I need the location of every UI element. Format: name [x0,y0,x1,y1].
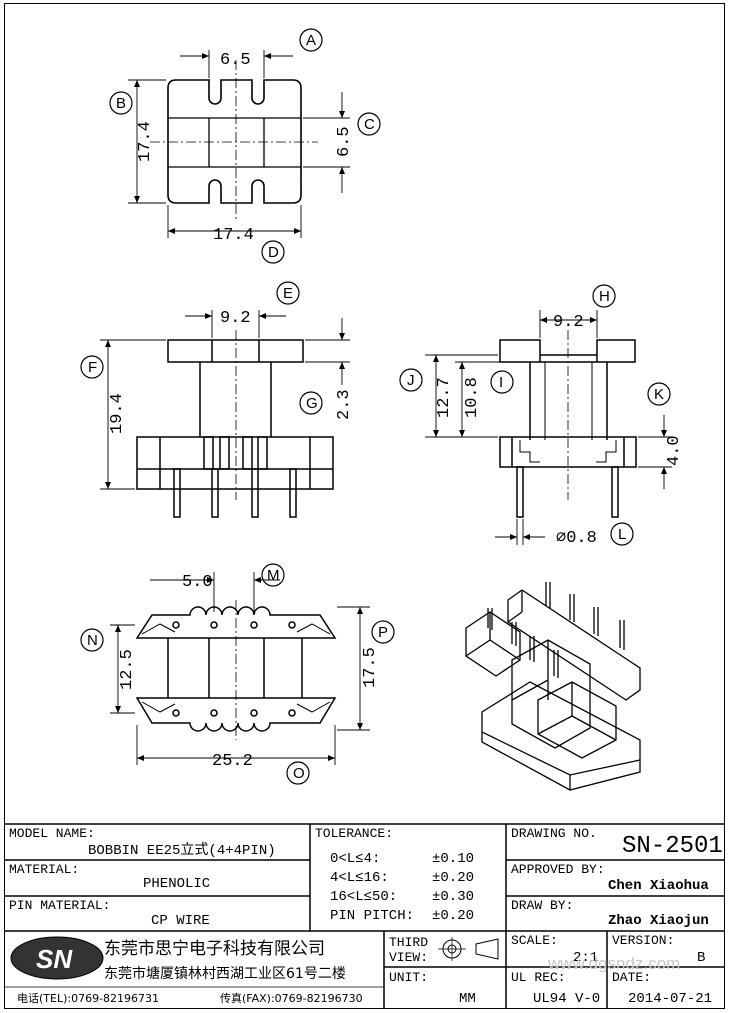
dim-e-text: 9.2 [220,309,251,328]
front-view [136,330,334,518]
third-view-label-2: VIEW: [389,950,428,965]
top-view [150,60,318,220]
model-name-value: BOBBIN EE25立式(4+4PIN) [88,842,276,859]
tolerance-range-3: 16<L≤50: [330,889,397,905]
ul-rec-value: UL94 V-0 [533,991,600,1007]
approved-by-value: Chen Xiaohua [608,878,709,894]
drawing-no-value: SN-2501 [622,833,723,860]
company-logo-text: SN [36,944,73,974]
dim-o-text: 25.2 [212,752,253,771]
title-block-grid [4,823,725,1009]
callout-l: L [618,526,626,543]
bottom-view-dimensions [110,572,370,765]
date-label: DATE: [612,970,651,985]
pin-material-label: PIN MATERIAL: [9,898,110,913]
callout-e: E [283,285,293,302]
tolerance-value-4: ±0.20 [432,908,474,924]
callout-markers [80,28,671,785]
callout-c: C [364,116,375,133]
ul-rec-label: UL REC: [511,970,566,985]
title-block-text: MODEL NAME: BOBBIN EE25立式(4+4PIN) MATERI… [9,826,723,1007]
material-value: PHENOLIC [143,876,210,892]
company-address: 东莞市塘厦镇林村西湖工业区61号二楼 [104,965,346,982]
scale-value: 2:1 [573,950,598,966]
tolerance-range-4: PIN PITCH: [330,908,414,924]
scale-label: SCALE: [511,933,558,948]
callout-p: P [378,624,388,641]
drawing-frame [4,3,725,1009]
callout-b: B [116,95,126,112]
dim-l-text: ⌀0.8 [556,529,597,548]
company-name: 东莞市思宁电子科技有限公司 [104,939,325,959]
dim-i-text: 10.8 [463,377,482,418]
dim-h-text: 9.2 [553,313,584,332]
dim-g-text: 2.3 [335,389,354,420]
dim-k-text: 4.0 [665,435,684,466]
dim-f-text: 19.4 [108,393,127,434]
side-view-dimensions [425,310,672,545]
top-view-dimensions [128,50,350,238]
dim-d-text: 17.4 [213,226,254,245]
unit-value: MM [459,991,476,1007]
callout-a: A [306,32,316,49]
callout-g: G [306,395,318,412]
tolerance-value-1: ±0.10 [432,851,474,867]
dim-j-text: 12.7 [435,377,454,418]
dim-m-text: 5.0 [182,573,213,592]
dimension-labels: 6.5 17.4 6.5 17.4 9.2 19.4 2.3 9.2 12.7 … [108,51,684,771]
draw-by-value: Zhao Xiaojun [608,913,709,929]
drawing-no-label: DRAWING NO. [511,826,597,841]
callout-letters: A B C D E F G H I J K L M N O P [87,32,664,782]
watermark: www.dgsndz.com [547,954,680,973]
callout-o: O [293,765,305,782]
callout-j: J [407,372,415,389]
callout-h: H [599,288,610,305]
draw-by-label: DRAW BY: [511,898,573,913]
dim-c-text: 6.5 [335,126,354,157]
pin-material-value: CP WIRE [151,913,210,929]
date-value: 2014-07-21 [628,991,712,1007]
company-logo-badge [10,936,104,980]
callout-f: F [88,359,97,376]
tolerance-label: TOLERANCE: [315,826,393,841]
material-label: MATERIAL: [9,862,79,877]
tolerance-value-3: ±0.30 [432,889,474,905]
third-view-label-1: THIRD [389,935,428,950]
dim-b-text: 17.4 [136,121,155,162]
approved-by-label: APPROVED BY: [511,862,605,877]
dim-n-text: 12.5 [118,649,137,690]
front-view-dimensions [100,310,350,490]
dim-p-text: 17.5 [361,647,380,688]
callout-d: D [268,244,279,261]
version-value: B [697,950,705,966]
tolerance-value-2: ±0.20 [432,870,474,886]
company-tel: 电话(TEL):0769-82196731 [17,992,159,1005]
model-name-label: MODEL NAME: [9,826,95,841]
isometric-view [465,582,641,791]
callout-k: K [654,386,664,403]
company-fax: 传真(FAX):0769-82196730 [220,991,363,1005]
tolerance-range-2: 4<L≤16: [330,870,389,886]
unit-label: UNIT: [389,970,428,985]
callout-m: M [267,567,280,584]
version-label: VERSION: [612,933,674,948]
tolerance-range-1: 0<L≤4: [330,851,380,867]
bottom-view [135,600,337,740]
side-view [499,330,637,518]
callout-n: N [87,632,98,649]
dim-a-text: 6.5 [220,51,251,70]
callout-i: I [499,374,503,391]
